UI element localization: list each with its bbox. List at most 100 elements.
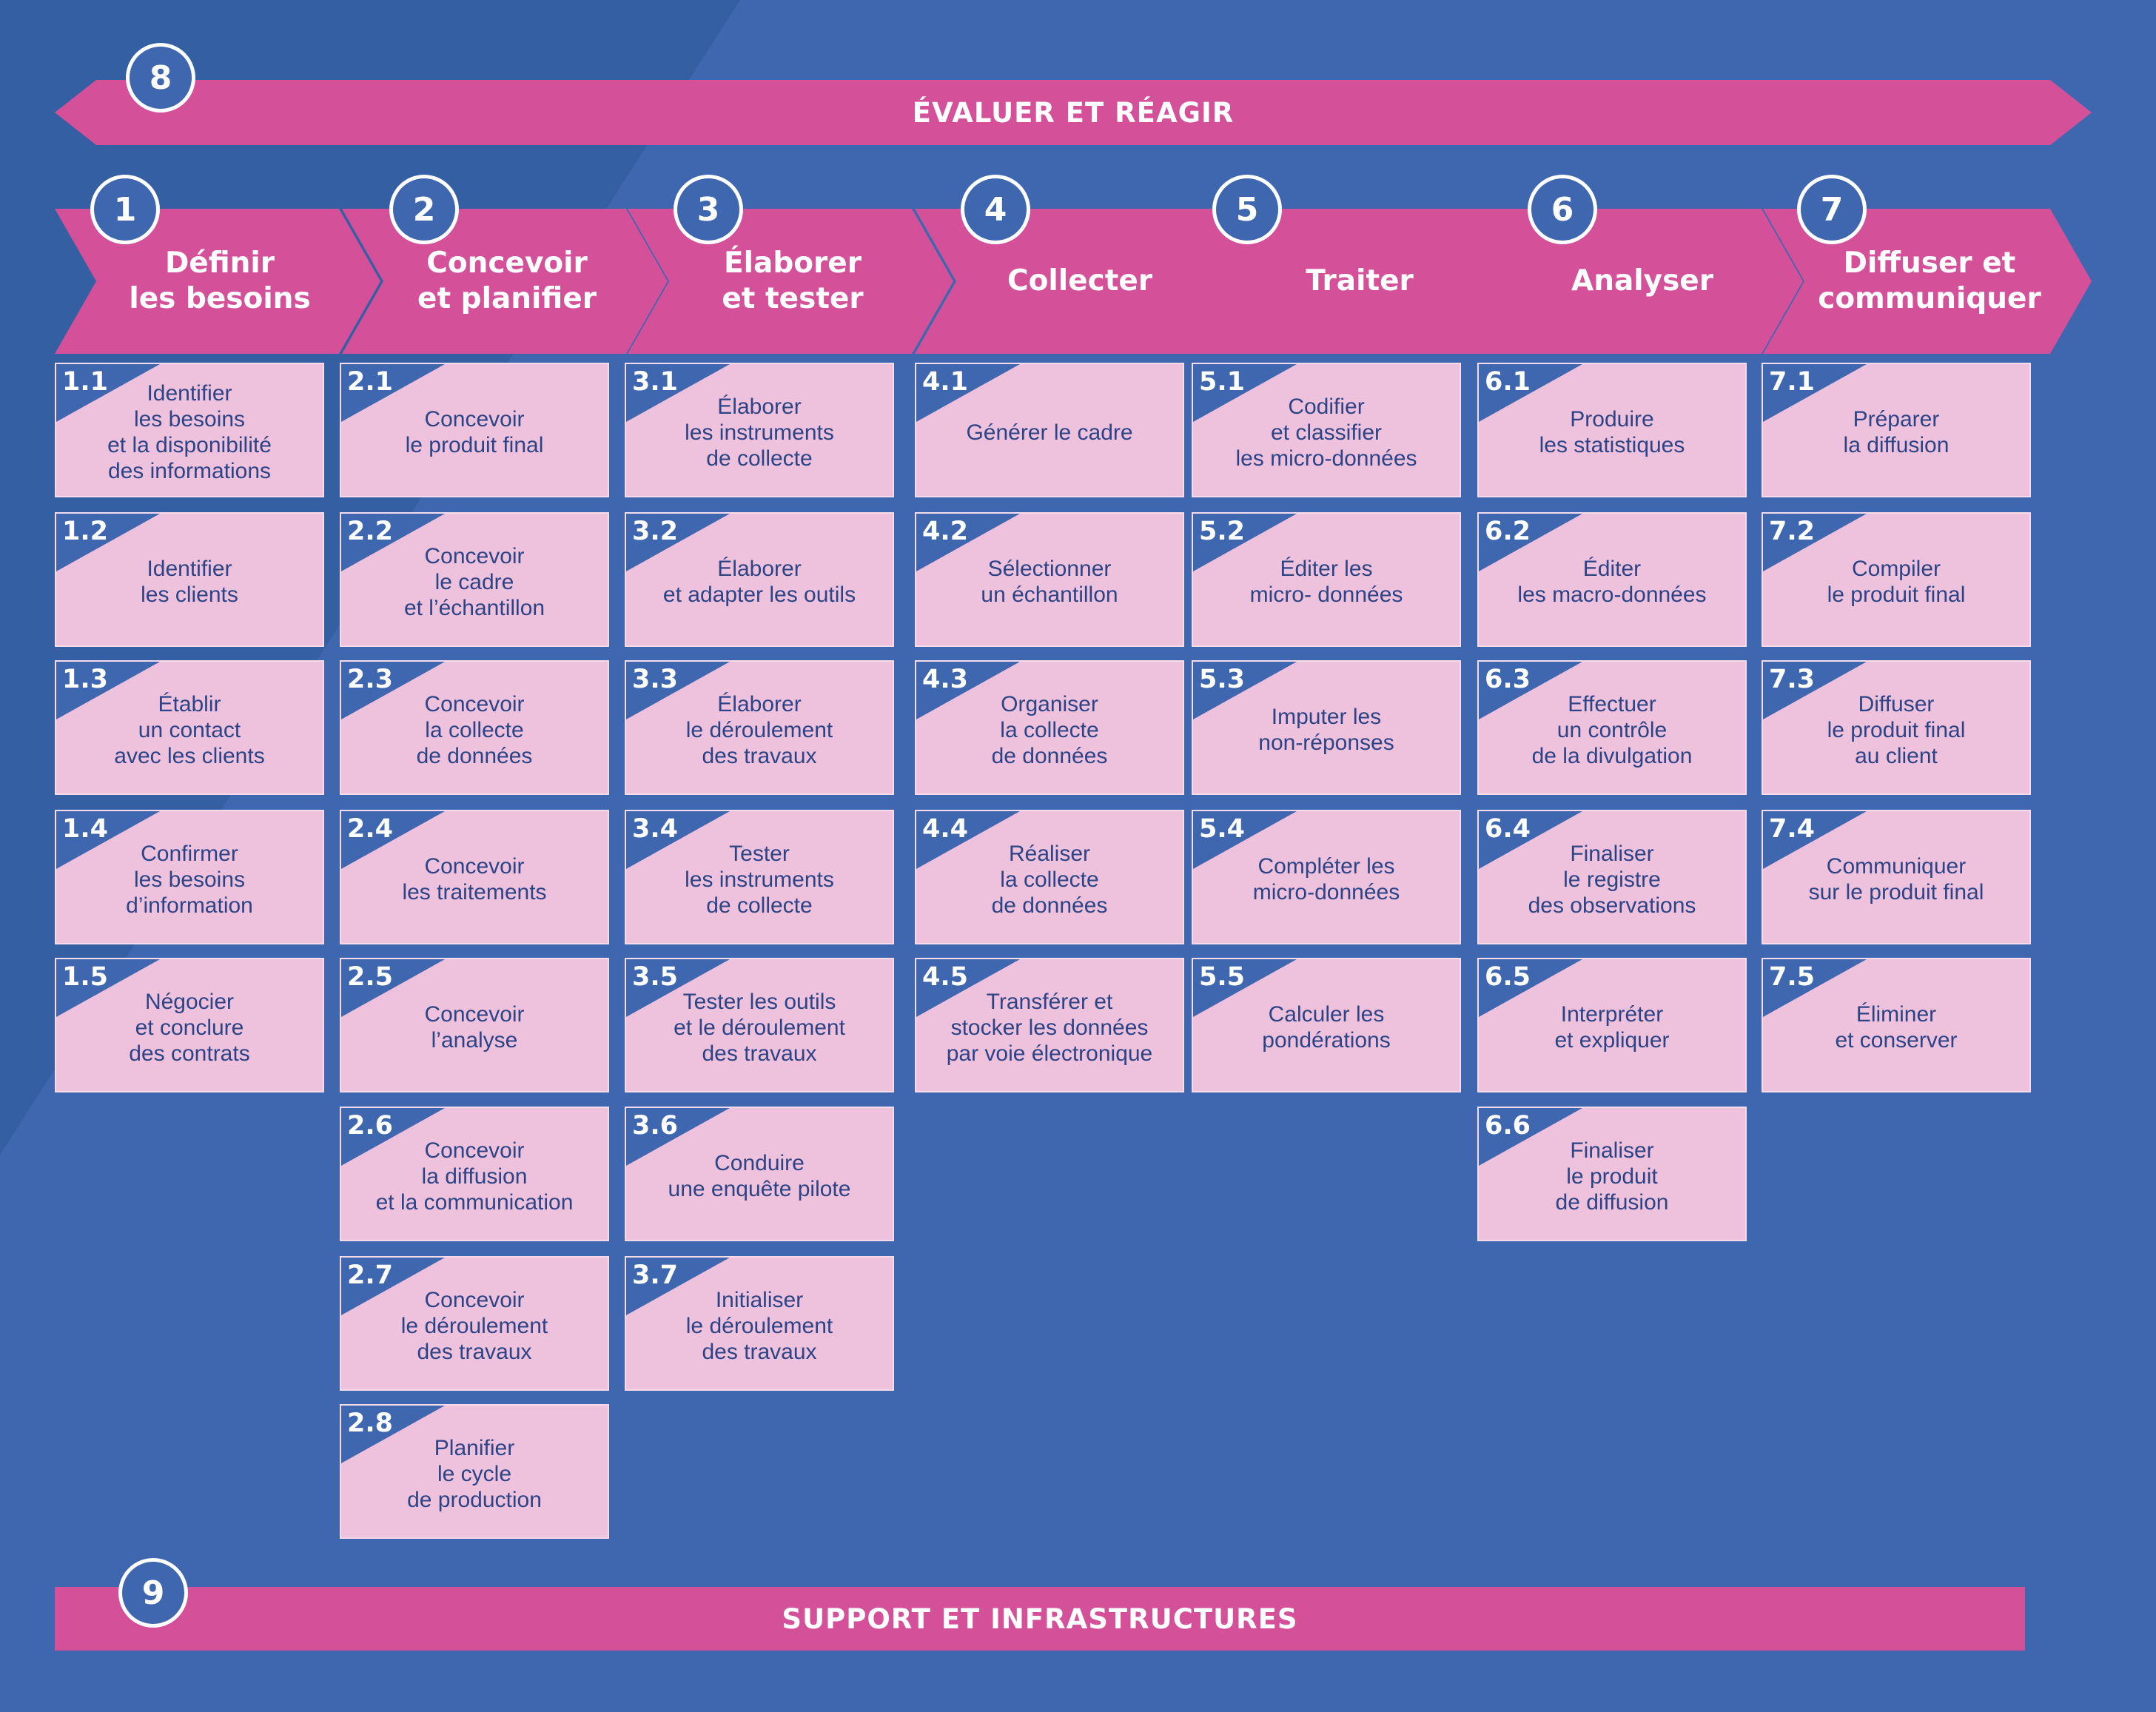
step-label: Éliminer et conserver xyxy=(1835,1002,1958,1053)
step-number: 2.6 xyxy=(347,1111,394,1141)
step-label: Réaliser la collecte de données xyxy=(991,841,1108,918)
step-number: 2.1 xyxy=(347,367,394,397)
support-label: SUPPORT ET INFRASTRUCTURES xyxy=(782,1602,1298,1635)
step-label: Conduire une enquête pilote xyxy=(668,1151,851,1201)
step-label: Générer le cadre xyxy=(966,420,1133,445)
step-number: 5.4 xyxy=(1199,814,1246,844)
evaluate-number-badge: 8 xyxy=(126,43,195,113)
step-number: 3.7 xyxy=(632,1260,679,1290)
step-number: 4.2 xyxy=(922,517,969,546)
phase-2-number-badge: 2 xyxy=(389,175,459,244)
phase-6-label: Analyser xyxy=(1571,264,1713,298)
step-number: 1.4 xyxy=(62,814,109,844)
step-label: Compléter les micro-données xyxy=(1252,854,1400,904)
phase-5-number-badge: 5 xyxy=(1212,175,1282,244)
evaluate-arrow: ÉVALUER ET RÉAGIR xyxy=(55,80,2092,145)
step-number: 3.1 xyxy=(632,367,679,397)
step-label: Initialiser le déroulement des travaux xyxy=(685,1287,833,1364)
step-number: 2.2 xyxy=(347,517,394,546)
step-label: Identifier les besoins et la disponibili… xyxy=(107,381,272,483)
step-number: 6.5 xyxy=(1485,962,1531,992)
step-label: Négocier et conclure des contrats xyxy=(129,989,250,1066)
step-label: Concevoir le déroulement des travaux xyxy=(400,1287,548,1364)
step-label: Éditer les macro-données xyxy=(1517,557,1707,607)
phase-5-label: Traiter xyxy=(1306,264,1414,298)
step-number: 7.5 xyxy=(1769,962,1816,992)
step-number: 2.7 xyxy=(347,1260,394,1290)
step-label: Finaliser le produit de diffusion xyxy=(1555,1138,1669,1215)
step-label: Concevoir l’analyse xyxy=(424,1002,525,1053)
step-number: 1.5 xyxy=(62,962,109,992)
support-number-badge: 9 xyxy=(118,1558,188,1628)
step-number: 4.1 xyxy=(922,367,969,397)
step-number: 2.8 xyxy=(347,1409,394,1438)
step-number: 5.5 xyxy=(1199,962,1246,992)
step-number: 6.4 xyxy=(1485,814,1531,844)
step-label: Élaborer les instruments de collecte xyxy=(685,394,834,471)
step-label: Compiler le produit final xyxy=(1827,557,1966,607)
step-number: 3.5 xyxy=(632,962,679,992)
step-number: 3.6 xyxy=(632,1111,679,1141)
step-number: 2.4 xyxy=(347,814,394,844)
step-number: 5.2 xyxy=(1199,517,1246,546)
phase-3-number-badge: 3 xyxy=(674,175,743,244)
step-number: 6.6 xyxy=(1485,1111,1531,1141)
evaluate-label: ÉVALUER ET RÉAGIR xyxy=(912,96,1235,129)
phase-6-number-badge: 6 xyxy=(1528,175,1597,244)
step-label: Imputer les non-réponses xyxy=(1258,705,1394,755)
phase-7-number-badge: 7 xyxy=(1797,175,1867,244)
step-label: Sélectionner un échantillon xyxy=(981,557,1118,607)
phase-7-label: Diffuser et communiquer xyxy=(1818,246,2041,315)
step-label: Transférer et stocker les données par vo… xyxy=(946,989,1153,1066)
phase-4-number-badge: 4 xyxy=(961,175,1030,244)
step-number: 4.3 xyxy=(922,665,969,694)
step-label: Planifier le cycle de production xyxy=(407,1435,542,1512)
step-label: Éditer les micro- données xyxy=(1249,557,1403,607)
step-label: Préparer la diffusion xyxy=(1843,407,1950,457)
step-number: 6.3 xyxy=(1485,665,1531,694)
step-number: 1.1 xyxy=(62,367,109,397)
step-label: Tester les outils et le déroulement des … xyxy=(674,989,845,1066)
step-number: 7.2 xyxy=(1769,517,1816,546)
phase-4-label: Collecter xyxy=(1007,264,1153,298)
step-number: 4.4 xyxy=(922,814,969,844)
step-label: Identifier les clients xyxy=(141,557,238,607)
step-label: Organiser la collecte de données xyxy=(991,691,1108,768)
step-label: Concevoir le cadre et l’échantillon xyxy=(403,543,545,620)
phase-3-arrow: Élaborer et tester xyxy=(628,209,953,354)
step-label: Effectuer un contrôle de la divulgation xyxy=(1531,691,1693,768)
step-label: Établir un contact avec les clients xyxy=(114,691,265,768)
step-number: 2.5 xyxy=(347,962,394,992)
step-label: Communiquer sur le produit final xyxy=(1808,854,1984,904)
phase-2-arrow: Concevoir et planifier xyxy=(342,209,668,354)
phase-2-label: Concevoir et planifier xyxy=(417,246,597,315)
phase-1-number-badge: 1 xyxy=(90,175,160,244)
step-number: 7.4 xyxy=(1769,814,1816,844)
step-number: 7.3 xyxy=(1769,665,1816,694)
